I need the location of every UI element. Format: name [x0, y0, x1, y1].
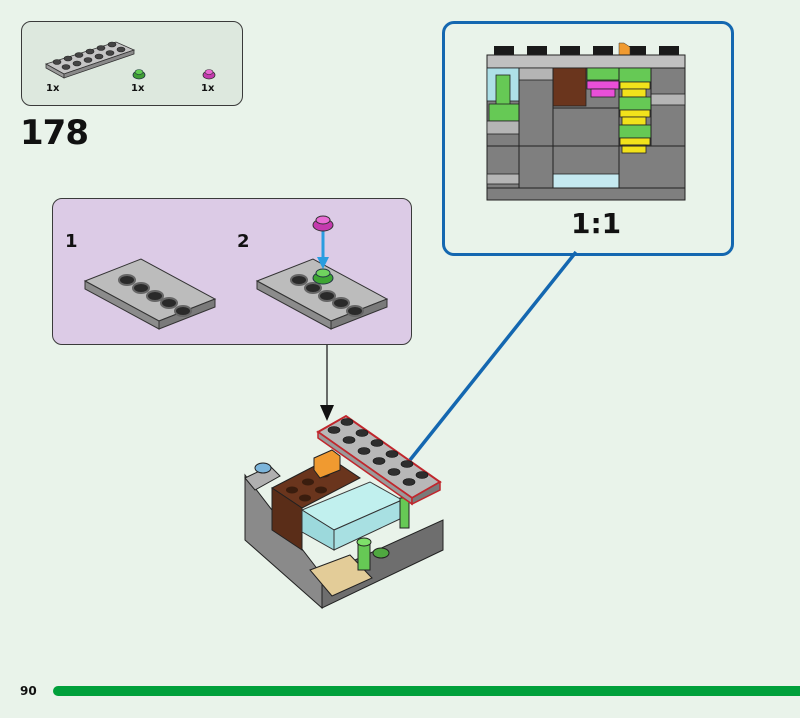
part-quantity: 1x	[46, 83, 60, 94]
pink-round-plate-icon	[312, 215, 334, 232]
step-number: 178	[20, 113, 89, 153]
green-round-plate-icon	[132, 69, 146, 80]
page-number: 90	[20, 684, 37, 698]
plate-1x6-icon	[83, 258, 217, 330]
part-quantity: 1x	[201, 83, 215, 94]
down-arrow-icon	[320, 345, 334, 421]
sub-step-number: 1	[65, 231, 78, 252]
scale-label: 1:1	[571, 207, 622, 240]
sub-assembly-illustration	[83, 215, 389, 330]
side-view-illustration	[486, 42, 686, 201]
pink-round-plate-icon	[202, 69, 216, 80]
callout-connector-line	[408, 250, 578, 462]
parts-list-panel: 1x 1x 1x	[21, 21, 243, 106]
parts-illustration	[44, 41, 216, 80]
studs	[494, 46, 679, 55]
part-quantity: 1x	[131, 83, 145, 94]
model-build-icon	[244, 414, 444, 610]
blue-arrow-icon	[317, 231, 329, 269]
sub-assembly-panel: 1 2	[52, 198, 412, 345]
plate-2x6-icon	[44, 41, 136, 79]
sub-step-number: 2	[237, 231, 250, 252]
callout-panel: 1:1	[442, 21, 734, 256]
plate-1x6-icon	[255, 258, 389, 330]
progress-bar	[53, 686, 800, 696]
